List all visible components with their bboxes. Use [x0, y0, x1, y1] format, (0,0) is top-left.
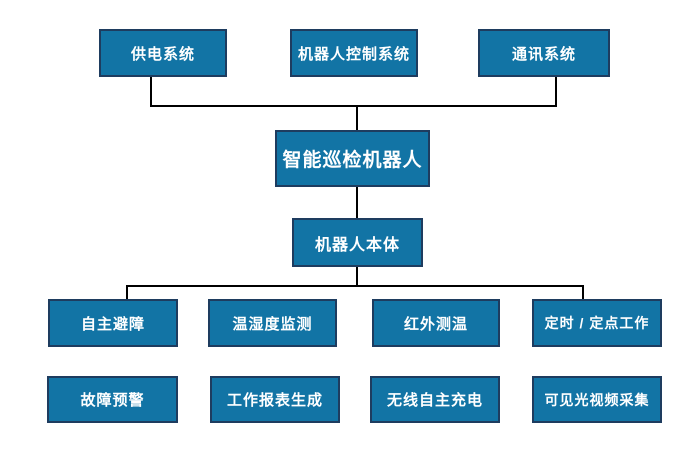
node-communication-system: 通讯系统	[478, 29, 610, 77]
node-work-report-generation: 工作报表生成	[210, 376, 340, 423]
node-infrared-temperature-measurement: 红外测温	[372, 299, 500, 347]
connector-power-to-bus	[150, 77, 152, 107]
connector-comm-to-bus	[555, 77, 557, 107]
node-timed-fixed-point-work: 定时 / 定点工作	[532, 299, 662, 347]
node-wireless-autonomous-charging: 无线自主充电	[370, 376, 500, 423]
node-temperature-humidity-monitoring: 温湿度监测	[208, 299, 337, 347]
connector-robot-to-body	[356, 187, 358, 218]
node-robot-control-system: 机器人控制系统	[290, 29, 418, 77]
connector-bus-to-avoidance	[126, 285, 128, 299]
node-autonomous-obstacle-avoidance: 自主避障	[48, 299, 178, 347]
connector-bus-to-robot	[356, 105, 358, 130]
connector-bottom-bus	[126, 285, 584, 287]
node-intelligent-inspection-robot: 智能巡检机器人	[275, 130, 430, 187]
node-visible-light-video-capture: 可见光视频采集	[532, 376, 662, 423]
connector-body-to-bus	[356, 267, 358, 287]
connector-top-bus	[150, 105, 557, 107]
node-fault-early-warning: 故障预警	[47, 376, 178, 423]
node-power-system: 供电系统	[99, 29, 227, 77]
connector-bus-to-timed-work	[582, 285, 584, 299]
node-robot-body: 机器人本体	[292, 218, 423, 267]
